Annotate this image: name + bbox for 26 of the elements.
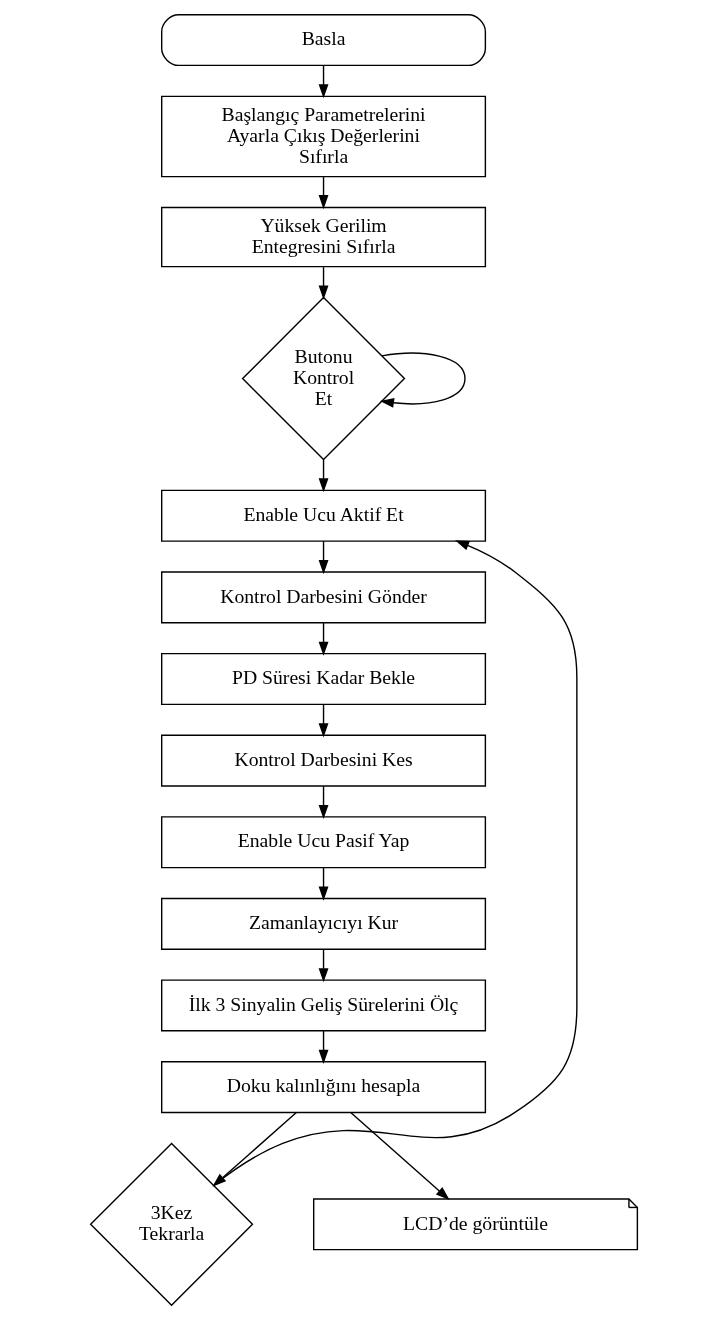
arrow <box>318 948 329 983</box>
arrow <box>318 622 329 656</box>
node-diamond: 3Kez Tekrarla <box>89 1142 254 1307</box>
arrow <box>318 266 329 300</box>
arrow <box>318 540 329 575</box>
node-box: Enable Ucu Aktif Et <box>161 489 487 542</box>
node-diamond: Butonu Kontrol Et <box>241 296 406 461</box>
node-box: Basla <box>161 14 487 67</box>
arrow <box>318 785 329 820</box>
arrow <box>318 1030 329 1064</box>
node-box: İlk 3 Sinyalin Geliş Sürelerini Ölç <box>161 979 487 1032</box>
node-box: Kontrol Darbesini Gönder <box>161 571 487 624</box>
arrow <box>318 867 329 901</box>
arrow <box>318 458 329 493</box>
node-box: Enable Ucu Pasif Yap <box>161 816 487 869</box>
arrow <box>318 703 329 738</box>
node-box: Doku kalınlığını hesapla <box>161 1061 487 1114</box>
arrow <box>350 1111 450 1201</box>
arrow <box>318 64 329 99</box>
node-box: Yüksek Gerilim Entegresini Sıfırla <box>161 206 487 268</box>
node-box: Kontrol Darbesini Kes <box>161 734 487 787</box>
arrow <box>379 352 466 408</box>
node-box: Başlangıç Parametrelerini Ayarla Çıkış Değerlerini Sıfırla <box>161 95 487 178</box>
node-box: Zamanlayıcıyı Kur <box>161 897 487 950</box>
node-box: PD Süresi Kadar Bekle <box>161 652 487 706</box>
arrow <box>318 176 329 210</box>
